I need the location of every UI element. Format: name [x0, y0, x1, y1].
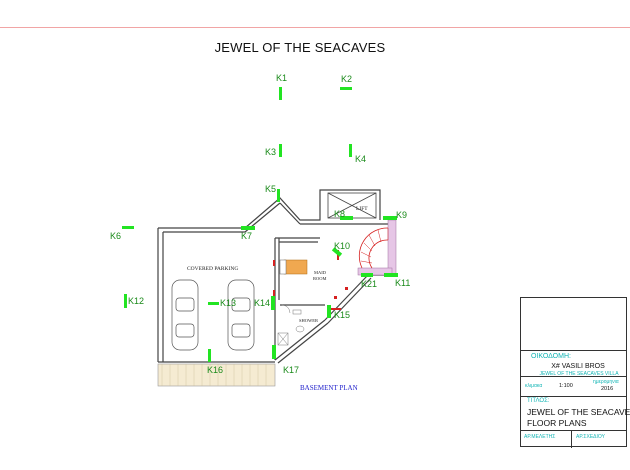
title-block: ΟΙΚΟΔΟΜΗ: Χ# VASILI BROS JEWEL OF THE SE…	[520, 297, 630, 448]
column-label: K14	[254, 298, 270, 308]
scale-date-section: κλιμακα 1:100 ημερομηνια 2016	[521, 376, 626, 396]
column-label: K8	[334, 209, 345, 219]
owner-label: ΟΙΚΟΔΟΜΗ:	[531, 353, 571, 360]
date-label: ημερομηνια	[593, 379, 619, 385]
pillow-icon	[279, 259, 287, 275]
maid-room-label-2: ROOM	[313, 276, 327, 281]
paved-strip-hatch	[161, 364, 267, 386]
column-label: K16	[207, 365, 223, 375]
title-label: ΤΙΤΛΟΣ:	[527, 398, 550, 404]
drawing-number-label: ΑΡ.ΣΧΕΔΙΟΥ	[576, 434, 605, 440]
owner-section: ΟΙΚΟΔΟΜΗ: Χ# VASILI BROS JEWEL OF THE SE…	[521, 350, 626, 377]
column-label: K6	[110, 231, 121, 241]
structural-columns	[122, 87, 398, 362]
designer-label: ΑΡ.ΜΕΛΕΤΗΣ	[524, 434, 556, 440]
column-label: K13	[220, 298, 236, 308]
building-walls	[157, 189, 396, 364]
paved-strip	[157, 363, 276, 387]
reference-section: ΑΡ.ΜΕΛΕΤΗΣ ΑΡ.ΣΧΕΔΙΟΥ	[521, 430, 626, 448]
column-label: K4	[355, 154, 366, 164]
column-label: K5	[265, 184, 276, 194]
title-line-1: JEWEL OF THE SEACAVES	[527, 407, 630, 417]
drawing-title: JEWEL OF THE SEACAVES	[214, 40, 386, 55]
drawing-title-section: ΤΙΤΛΟΣ: JEWEL OF THE SEACAVES FLOOR PLAN…	[521, 396, 630, 430]
column-labels: K1 K2 K3 K4 K5 K6 K7 K8 K9 K10 K11 K12 K…	[110, 73, 410, 375]
owner-name: Χ# VASILI BROS	[551, 363, 605, 370]
red-wall-details	[273, 250, 348, 310]
column-label: K9	[396, 210, 407, 220]
column-label: K12	[128, 296, 144, 306]
top-border-line	[0, 27, 630, 28]
scale-label: κλιμακα	[525, 383, 543, 389]
owner-project: JEWEL OF THE SEACAVES VILLA	[539, 371, 619, 377]
bed-icon	[283, 259, 308, 275]
column-label: K21	[361, 279, 377, 289]
column-label: K1	[276, 73, 287, 83]
title-line-2: FLOOR PLANS	[527, 418, 587, 428]
lift-label: LIFT	[356, 206, 368, 212]
date-value: 2016	[601, 386, 614, 392]
column-label: K10	[334, 241, 350, 251]
maid-room-label-1: MAID	[314, 270, 327, 275]
column-label: K2	[341, 74, 352, 84]
column-label: K17	[283, 365, 299, 375]
covered-parking-label: COVERED PARKING	[187, 266, 238, 272]
column-label: K15	[334, 310, 350, 320]
column-label: K7	[241, 231, 252, 241]
plan-caption: BASEMENT PLAN	[300, 384, 358, 392]
column-label: K3	[265, 147, 276, 157]
shower-label: SHOWER	[299, 318, 318, 323]
scale-value: 1:100	[559, 383, 573, 389]
bathroom-fixtures	[277, 304, 305, 346]
car-icon	[171, 279, 199, 351]
spiral-staircase	[357, 219, 397, 276]
car-icon	[227, 279, 255, 351]
column-label: K11	[395, 278, 410, 288]
